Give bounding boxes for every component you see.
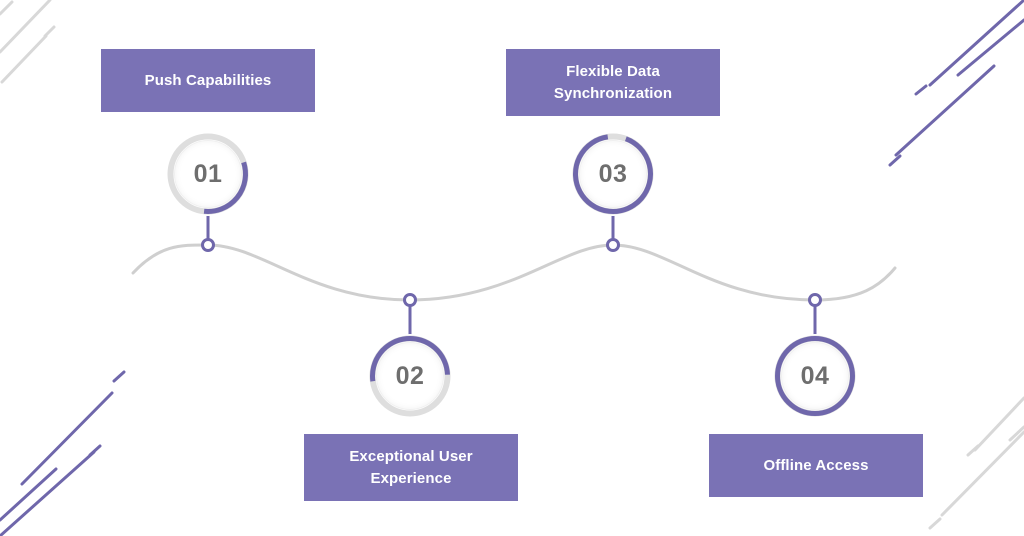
node-number-03: 03 <box>598 159 628 188</box>
node-inner-disc-04 <box>782 343 848 409</box>
node-number-02: 02 <box>395 361 425 390</box>
ring-progress-arc <box>775 336 855 416</box>
node-number-04: 04 <box>800 361 830 390</box>
label-box-04[interactable]: Offline Access <box>709 434 923 497</box>
connector-dot-04 <box>808 293 822 307</box>
node-circle-02[interactable]: 02 <box>368 334 452 418</box>
ring-icon-03 <box>572 133 654 215</box>
label-text-01: Push Capabilities <box>144 71 272 89</box>
node-circle-01[interactable]: 01 <box>166 132 250 216</box>
label-box-01[interactable]: Push Capabilities <box>101 49 315 112</box>
ring-icon-04 <box>774 335 856 417</box>
node-inner-disc-03 <box>580 141 646 207</box>
label-box-02[interactable]: Exceptional User Experience <box>304 434 518 501</box>
connector-dot-02 <box>403 293 417 307</box>
label-box-03[interactable]: Flexible Data Synchronization <box>506 49 720 116</box>
node-circle-03[interactable]: 03 <box>571 132 655 216</box>
ring-icon-01 <box>167 133 249 215</box>
timeline-wave-path <box>131 243 897 302</box>
node-circle-04[interactable]: 04 <box>773 334 857 418</box>
node-inner-disc-01 <box>175 141 241 207</box>
connector-dot-03 <box>606 238 620 252</box>
timeline-connector-dots <box>201 238 822 307</box>
node-number-01: 01 <box>193 159 223 188</box>
connector-dot-01 <box>201 238 215 252</box>
ring-progress-arc <box>573 134 653 214</box>
ring-progress-arc <box>370 336 450 382</box>
label-text-02: Exceptional User Experience <box>349 447 473 487</box>
node-inner-disc-02 <box>377 343 443 409</box>
label-text-03: Flexible Data Synchronization <box>553 62 673 102</box>
ring-icon-02 <box>369 335 451 417</box>
label-text-04: Offline Access <box>763 456 869 474</box>
ring-progress-arc <box>203 161 248 214</box>
